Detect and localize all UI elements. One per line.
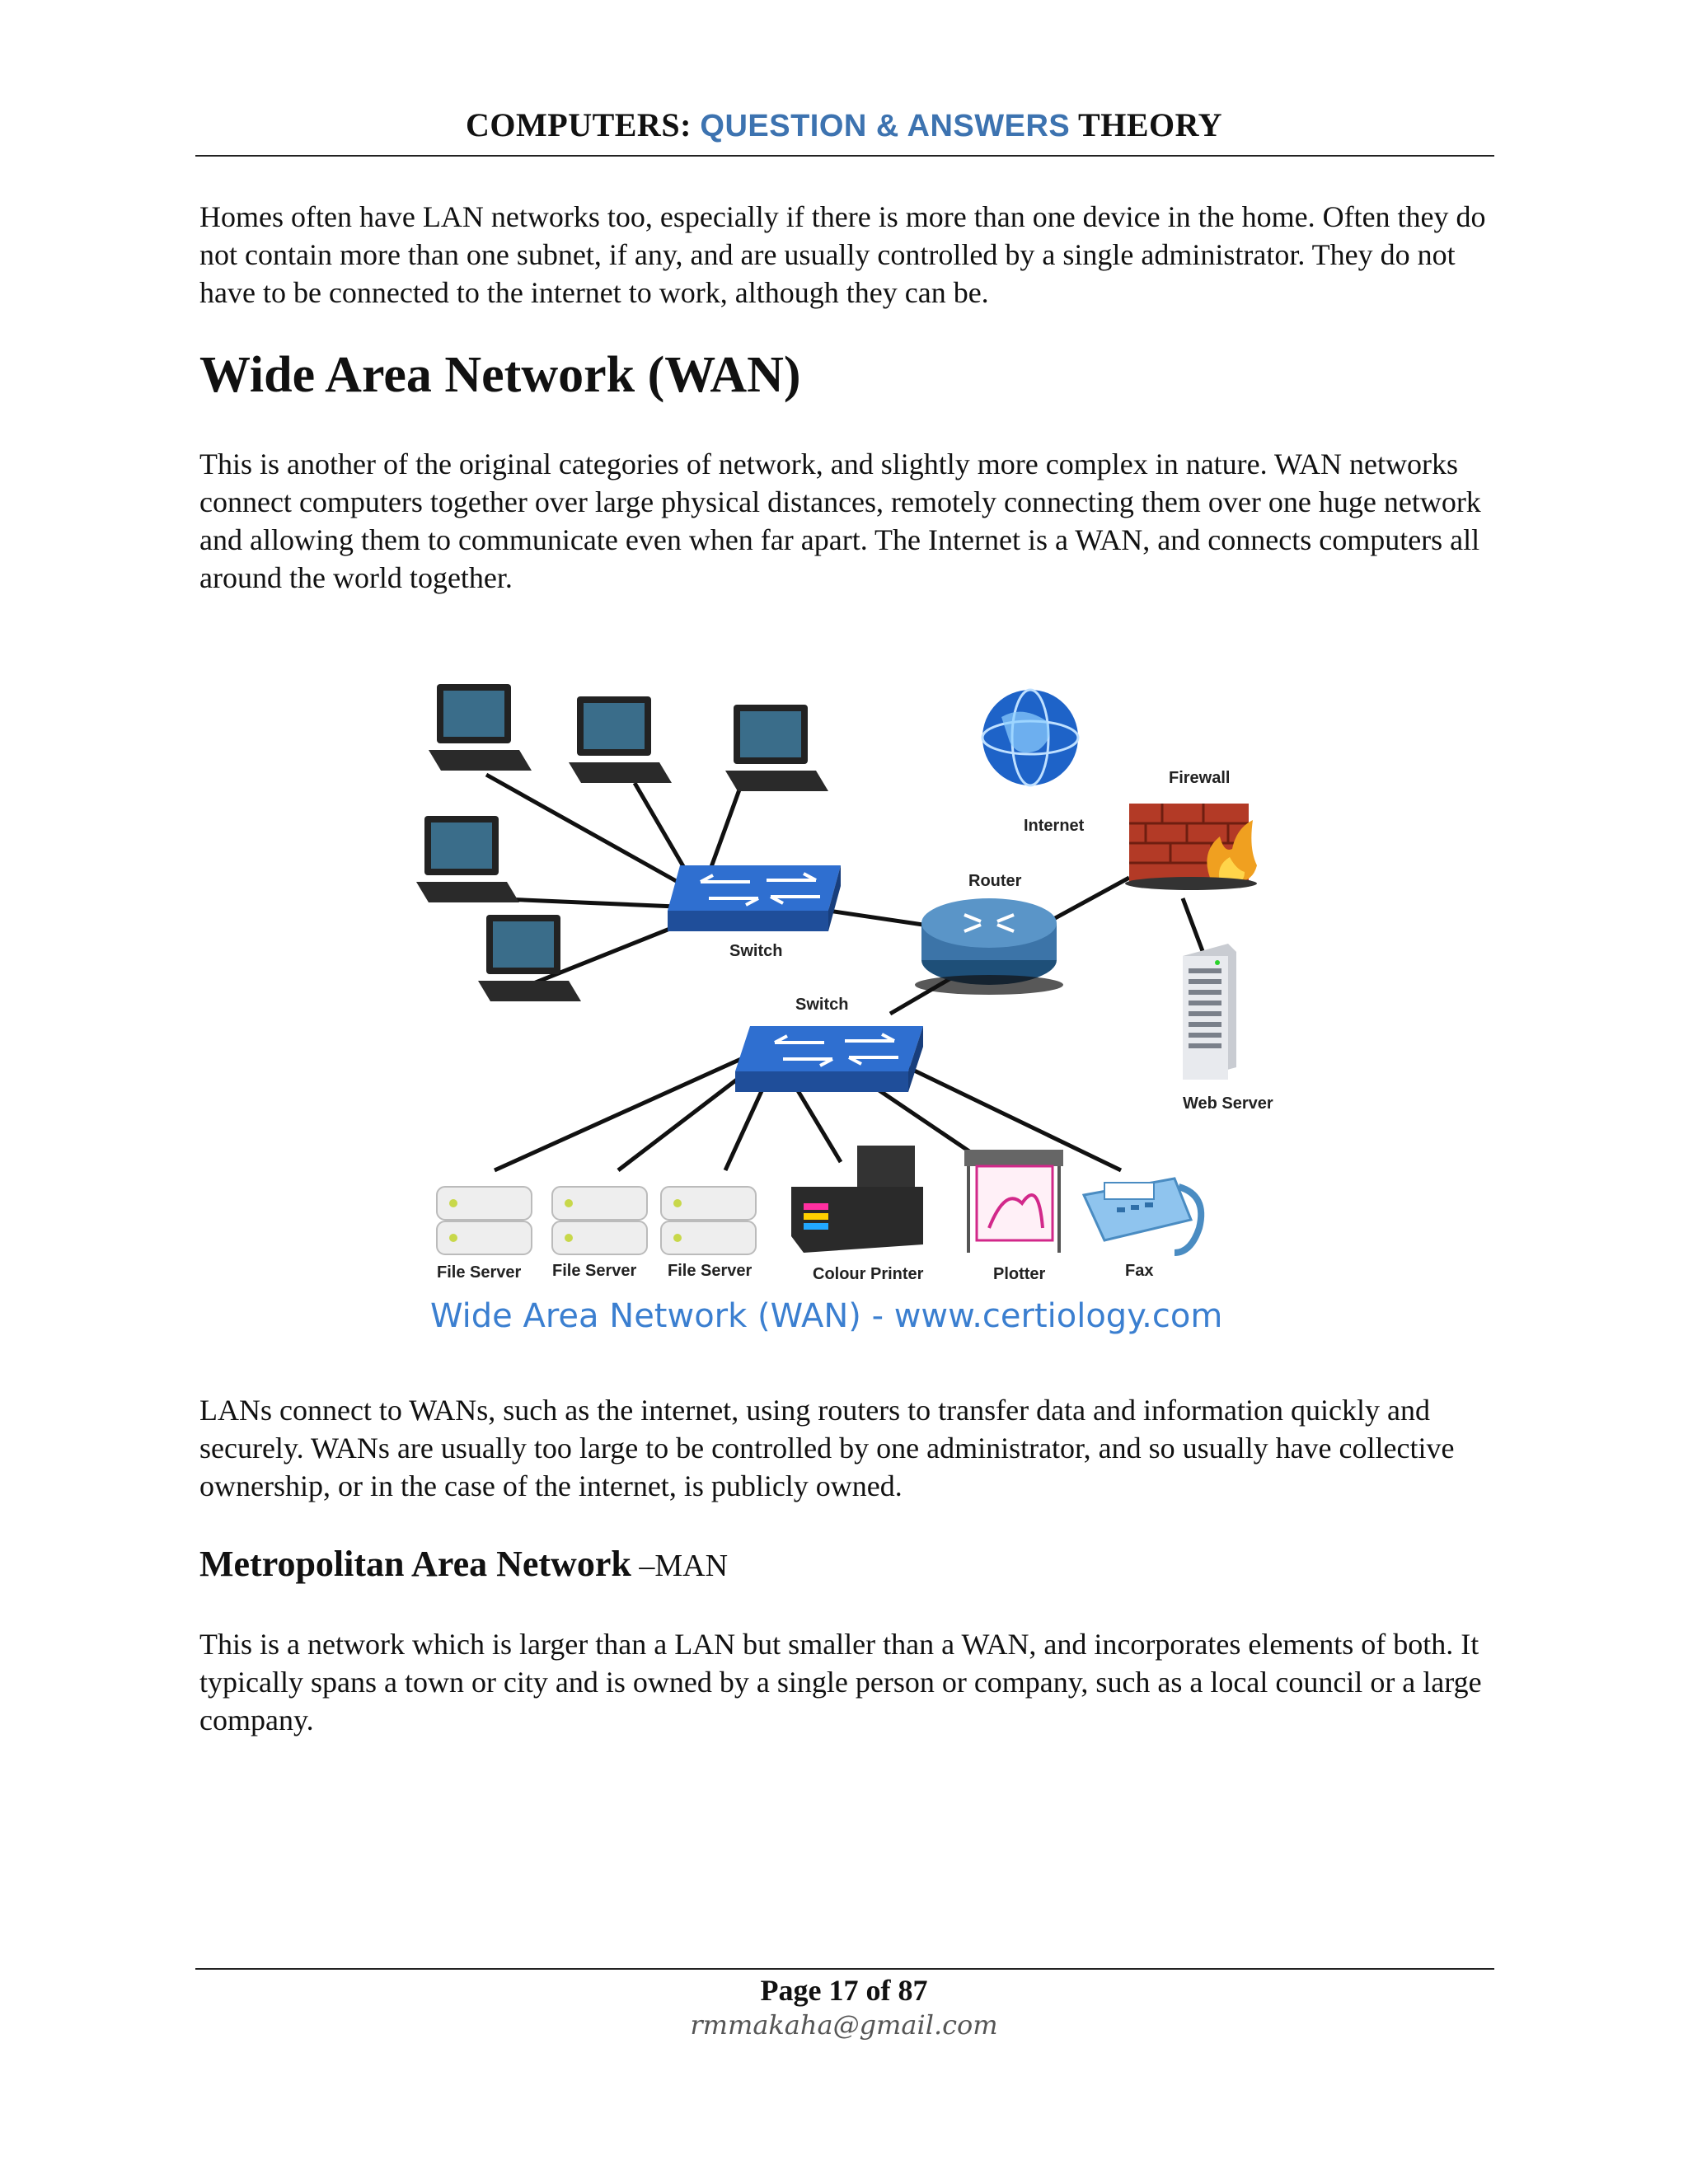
man-heading-title: Metropolitan Area Network [199, 1544, 631, 1584]
laptop-icon [569, 696, 672, 783]
file-server-icon [551, 1186, 648, 1255]
file-server-icon [436, 1186, 532, 1255]
man-heading-suffix: –MAN [631, 1549, 729, 1583]
footer-rule [195, 1968, 1494, 1970]
wan-paragraph: This is another of the original categori… [199, 448, 1481, 594]
file-server-1-label: File Server [437, 1263, 522, 1282]
lan-wan-paragraph: LANs connect to WANs, such as the intern… [199, 1394, 1455, 1502]
fax-label: Fax [1125, 1262, 1153, 1280]
laptop-icon [416, 816, 519, 902]
plotter-icon [964, 1150, 1063, 1253]
intro-paragraph: Homes often have LAN networks too, espec… [199, 200, 1486, 309]
laptop-icon [725, 705, 828, 791]
wan-heading: Wide Area Network (WAN) [199, 347, 801, 403]
switch-icon [735, 1026, 923, 1092]
laptop-icon [429, 684, 532, 771]
page-header: COMPUTERS: QUESTION & ANSWERS THEORY [0, 105, 1688, 144]
fax-icon [1081, 1177, 1205, 1256]
router-label: Router [968, 872, 1022, 890]
page-number: Page 17 of 87 [760, 1974, 928, 2007]
laptop-icon [478, 915, 581, 1001]
printer-icon [791, 1146, 923, 1253]
header-part1: COMPUTERS [466, 106, 681, 143]
header-rule [195, 155, 1494, 157]
switch-top-label: Switch [729, 942, 782, 960]
figure-caption: Wide Area Network (WAN) - www.certiology… [430, 1297, 1222, 1335]
switch-bottom-label: Switch [795, 996, 848, 1014]
firewall-icon [1125, 804, 1257, 890]
internet-label: Internet [1024, 817, 1085, 835]
file-server-3-label: File Server [668, 1262, 753, 1280]
man-heading: Metropolitan Area Network –MAN [199, 1543, 728, 1585]
man-paragraph: This is a network which is larger than a… [199, 1628, 1482, 1736]
firewall-label: Firewall [1169, 769, 1230, 787]
file-server-2-label: File Server [552, 1262, 637, 1280]
connection-lines [485, 772, 1210, 1173]
web-server-icon [1183, 944, 1236, 1080]
colour-printer-label: Colour Printer [813, 1265, 924, 1283]
web-server-label: Web Server [1183, 1094, 1273, 1113]
wan-diagram: Switch Switch Router Internet [396, 659, 1319, 1352]
file-server-icon [660, 1186, 757, 1255]
header-part3: THEORY [1078, 106, 1222, 143]
footer-email: rmmakaha@gmail.com [690, 2009, 998, 2041]
globe-icon [981, 688, 1080, 787]
switch-icon [668, 865, 841, 931]
header-part2: QUESTION & ANSWERS [700, 109, 1071, 143]
plotter-label: Plotter [993, 1265, 1046, 1283]
header-colon: : [680, 106, 692, 143]
router-icon [915, 898, 1063, 995]
